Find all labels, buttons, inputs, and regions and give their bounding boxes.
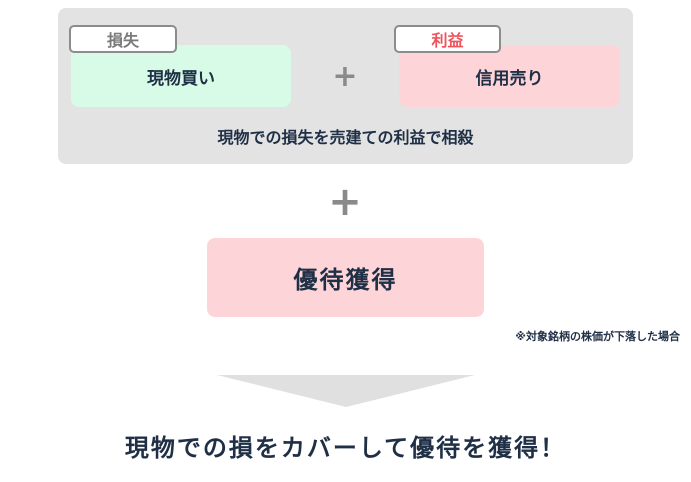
profit-tag-label: 利益 [431,31,464,50]
plus-large-icon: + [328,179,362,225]
offset-caption: 現物での損失を売建ての利益で相殺 [217,128,474,147]
down-arrow-shape [217,375,475,407]
plus-icon: + [332,59,358,94]
profit-tag: 利益 [394,25,501,53]
result-heading: 現物での損をカバーして優待を獲得！ [124,434,567,462]
spot-buy-label: 現物買い [147,68,215,89]
loss-tag-label: 損失 [106,31,139,50]
loss-tag: 損失 [69,25,177,53]
down-arrow-icon [217,375,475,407]
condition-note: ※対象銘柄の株価が下落した場合 [515,330,680,343]
margin-sell-label: 信用売り [475,68,544,89]
margin-sell-box: 信用売り [399,45,620,107]
yutai-label: 優待獲得 [293,266,398,294]
yutai-box: 優待獲得 [207,238,484,317]
spot-buy-box: 現物買い [71,45,291,107]
